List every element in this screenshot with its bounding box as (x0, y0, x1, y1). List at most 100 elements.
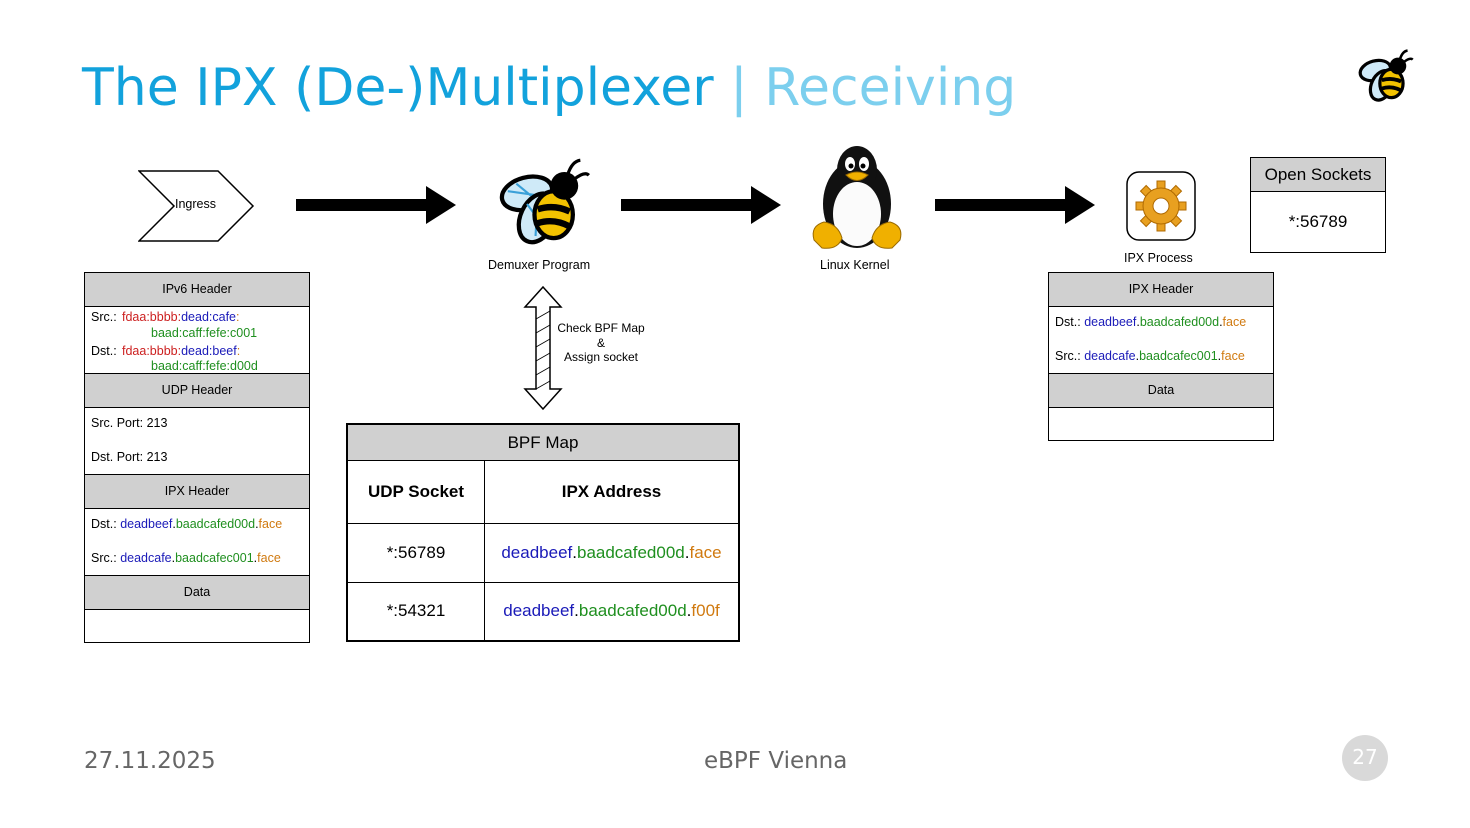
ipv6-dst-p3: : (236, 344, 241, 358)
bpf-action-line2: & (596, 335, 605, 350)
bpf-action-line1: Check BPF Map (557, 321, 645, 335)
out-ipx-header-title: IPX Header (1049, 273, 1273, 307)
out-ipx-src-label: Src.: (1055, 349, 1081, 363)
ipv6-dst-line2: baad:caff:fefe:d00d (151, 359, 258, 373)
out-ipx-src-row: Src.: deadcafe.baadcafec001.face (1055, 349, 1245, 363)
out-data-body (1049, 408, 1273, 439)
udp-header-body: Src. Port: 213 Dst. Port: 213 (85, 408, 309, 475)
data-title: Data (85, 576, 309, 610)
ingress-shape (138, 170, 255, 242)
kernel-label: Linux Kernel (820, 258, 890, 272)
out-ipx-dst-node: baadcafed00d (1139, 315, 1220, 329)
out-ipx-dst-net: deadbeef (1084, 315, 1137, 329)
ipx-src-dot2: . (253, 551, 258, 565)
bpf-col-ipx-address: IPX Address (484, 460, 739, 524)
ipv6-dst-label: Dst.: (91, 344, 117, 358)
bee-icon (499, 158, 590, 245)
bee-icon (1358, 49, 1414, 102)
bpf-row-node: baadcafed00d (578, 601, 687, 621)
out-ipx-dst-dot2: . (1219, 315, 1223, 329)
bpf-action-line3: Assign socket (563, 350, 639, 364)
ipv6-src-p3: : (236, 310, 240, 324)
bpf-row-net: deadbeef (501, 542, 573, 562)
ipx-dst-row: Dst.: deadbeef.baadcafed00d.face (91, 517, 282, 531)
ipv6-src-p1: fdaa:bbbb: (122, 310, 182, 324)
bpf-map-title: BPF Map (347, 424, 739, 461)
arrow-right-icon (296, 186, 456, 224)
demuxer-label: Demuxer Program (488, 258, 591, 272)
footer-date: 27.11.2025 (84, 748, 216, 774)
title-separator: | (713, 58, 765, 118)
bpf-row-socket: *:56789 (347, 523, 485, 583)
udp-src-port: Src. Port: 213 (91, 416, 168, 430)
tux-penguin-icon (812, 146, 902, 249)
ipv6-src-line1: fdaa:bbbb:dead:cafe: (122, 310, 240, 324)
table-row: *:54321 deadbeef.baadcafed00d.f00f (347, 581, 739, 641)
title-main: The IPX (De-)Multiplexer (82, 58, 714, 118)
out-ipx-dst-label: Dst.: (1055, 315, 1081, 329)
bpf-row-node: baadcafed00d (576, 542, 685, 562)
ipx-header-title: IPX Header (85, 475, 309, 509)
ipx-header-body: Dst.: deadbeef.baadcafed00d.face Src.: d… (85, 509, 309, 576)
title-sub: Receiving (764, 58, 1017, 118)
out-ipx-src-dot2: . (1217, 349, 1222, 363)
arrow-right-icon (935, 186, 1095, 224)
out-data-title: Data (1049, 374, 1273, 408)
bpf-action-label: Check BPF Map & Assign socket (557, 321, 645, 365)
ingress-label: Ingress (175, 197, 216, 211)
ipv6-dst-p1: fdaa:bbbb: (122, 344, 182, 358)
udp-header-title: UDP Header (85, 374, 309, 408)
incoming-packet: IPv6 Header Src.: fdaa:bbbb:dead:cafe: b… (84, 272, 310, 643)
ipv6-dst-line1: fdaa:bbbb:dead:beef: (122, 344, 240, 358)
bpf-row-address: deadbeef.baadcafed00d.face (484, 523, 739, 583)
ipx-dst-node: baadcafed00d (175, 517, 256, 531)
bpf-row-ipxsock: f00f (691, 601, 720, 621)
data-body (85, 610, 309, 641)
ipx-src-label: Src.: (91, 551, 117, 565)
ipv6-src-label: Src.: (91, 310, 117, 324)
open-sockets-box: Open Sockets *:56789 (1250, 157, 1386, 253)
slide-title: The IPX (De-)Multiplexer | Receiving (82, 58, 1016, 118)
out-ipx-src-socket: face (1221, 349, 1245, 363)
ipx-src-dot1: . (171, 551, 176, 565)
out-ipx-src-node: baadcafec001 (1139, 349, 1218, 363)
ipv6-header-body: Src.: fdaa:bbbb:dead:cafe: baad:caff:fef… (85, 307, 309, 374)
page-number: 27 (1342, 735, 1388, 781)
open-sockets-title: Open Sockets (1251, 158, 1385, 192)
bpf-row-ipxsock: face (689, 542, 722, 562)
out-ipx-dst-row: Dst.: deadbeef.baadcafed00d.face (1055, 315, 1246, 329)
footer-event: eBPF Vienna (704, 748, 848, 774)
ipx-dst-net: deadbeef (120, 517, 173, 531)
arrow-right-icon (621, 186, 781, 224)
udp-dst-port: Dst. Port: 213 (91, 450, 168, 464)
ipx-src-net: deadcafe (120, 551, 172, 565)
ipv6-dst-p5: fe:d00d (216, 359, 258, 373)
ipx-dst-socket: face (258, 517, 283, 531)
out-ipx-src-net: deadcafe (1084, 349, 1136, 363)
ipx-dst-label: Dst.: (91, 517, 117, 531)
bpf-row-dot1: . (574, 601, 579, 621)
ipv6-src-p5: fe:c001 (216, 326, 258, 340)
ipx-dst-dot2: . (255, 517, 259, 531)
out-ipx-src-dot1: . (1135, 349, 1140, 363)
bpf-col-udp-socket: UDP Socket (347, 460, 485, 524)
outgoing-packet: IPX Header Dst.: deadbeef.baadcafed00d.f… (1048, 272, 1274, 441)
out-ipx-dst-socket: face (1222, 315, 1247, 329)
ipv6-src-line2: baad:caff:fefe:c001 (151, 326, 257, 340)
bpf-row-dot2: . (684, 542, 690, 562)
process-label: IPX Process (1124, 251, 1193, 265)
bpf-row-socket: *:54321 (347, 581, 485, 641)
ipx-src-socket: face (257, 551, 281, 565)
bpf-row-address: deadbeef.baadcafed00d.f00f (484, 581, 739, 641)
bpf-row-net: deadbeef (503, 601, 575, 621)
table-row: *:56789 deadbeef.baadcafed00d.face (347, 523, 739, 583)
ipx-src-node: baadcafec001 (175, 551, 254, 565)
bpf-row-dot2: . (686, 601, 692, 621)
ipv6-src-p4: baad:caff:fe (151, 326, 217, 340)
gear-icon (1126, 171, 1196, 241)
ipx-dst-dot1: . (172, 517, 176, 531)
out-ipx-header-body: Dst.: deadbeef.baadcafed00d.face Src.: d… (1049, 307, 1273, 374)
double-arrow-icon (523, 285, 563, 411)
open-sockets-value: *:56789 (1288, 212, 1348, 231)
bpf-map-table: BPF Map UDP Socket IPX Address *:56789 d… (346, 423, 740, 642)
